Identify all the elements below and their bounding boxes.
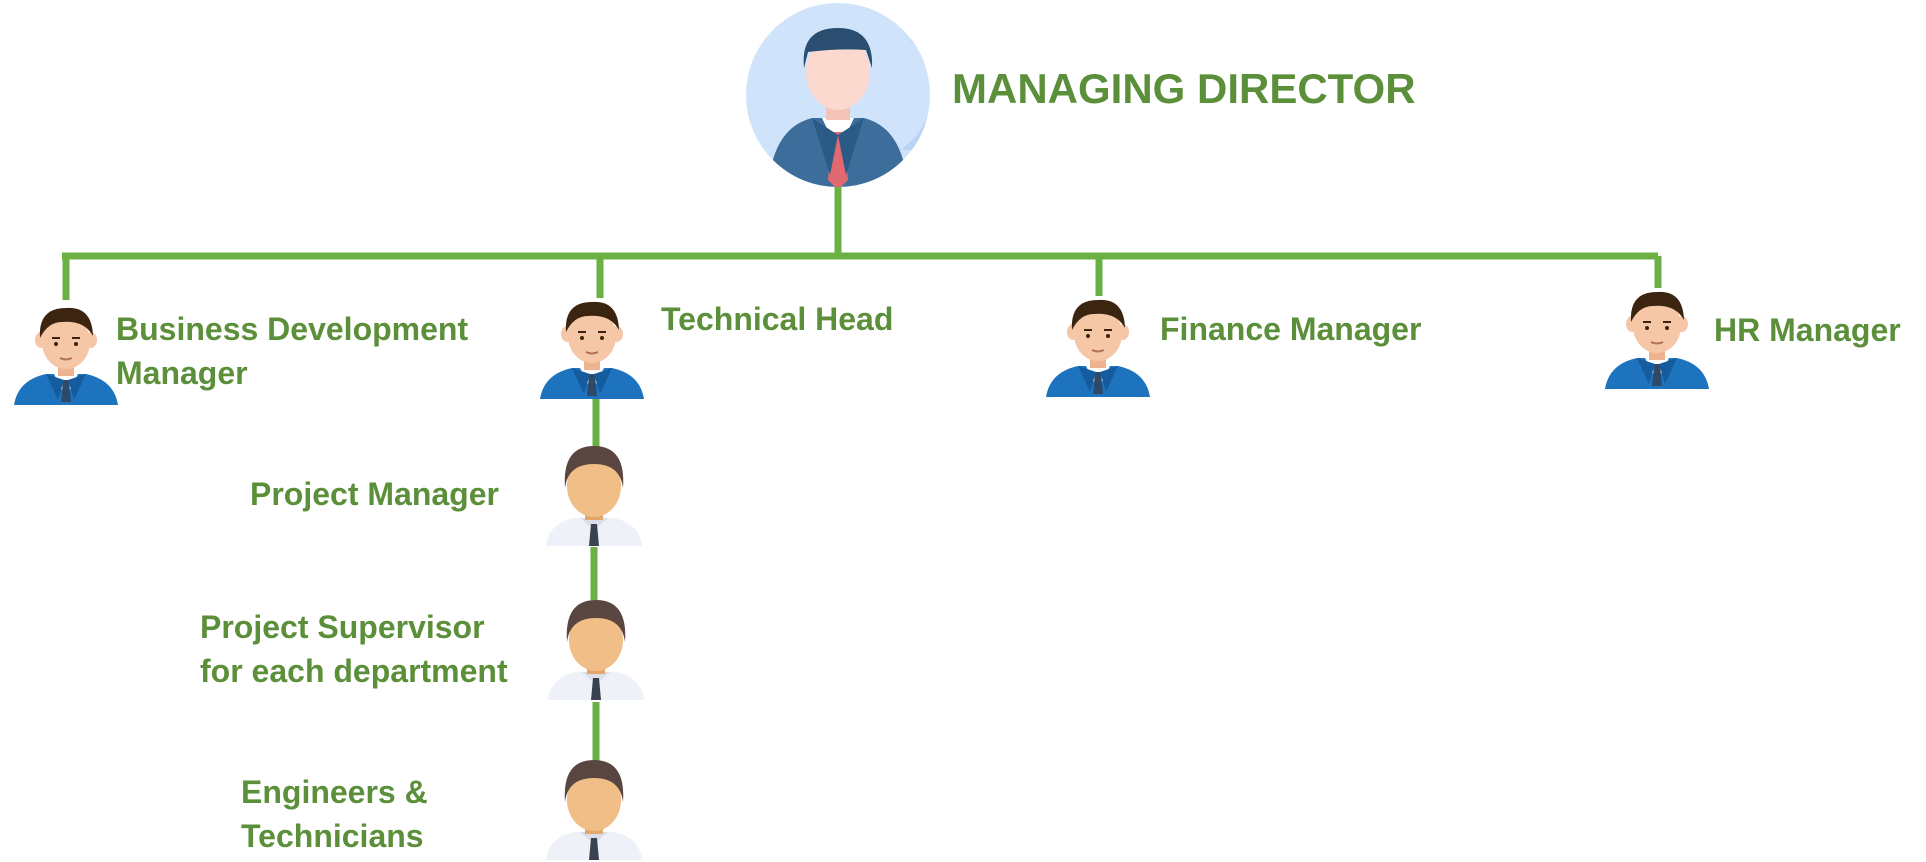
- technical-head-label: Technical Head: [661, 301, 894, 337]
- technical-head-avatar-icon: [539, 300, 645, 400]
- project-supervisor-label: Project Supervisor for each department: [200, 609, 508, 689]
- finance-manager-label: Finance Manager: [1160, 311, 1422, 347]
- bd-manager-avatar-icon: [13, 306, 119, 406]
- director-avatar-icon: [746, 3, 930, 187]
- bd-manager-label: Business Development Manager: [116, 311, 469, 391]
- hr-manager-avatar-icon: [1604, 290, 1710, 390]
- project-supervisor-avatar-icon: [548, 600, 644, 700]
- finance-manager-avatar-icon: [1045, 298, 1151, 398]
- engineers-avatar-icon: [546, 760, 642, 860]
- engineers-label: Engineers & Technicians: [241, 774, 428, 854]
- hr-manager-label: HR Manager: [1714, 312, 1901, 348]
- director-label: MANAGING DIRECTOR: [952, 65, 1416, 112]
- project-manager-label: Project Manager: [250, 476, 499, 512]
- project-manager-avatar-icon: [546, 446, 642, 546]
- connector-lines: [62, 180, 1662, 762]
